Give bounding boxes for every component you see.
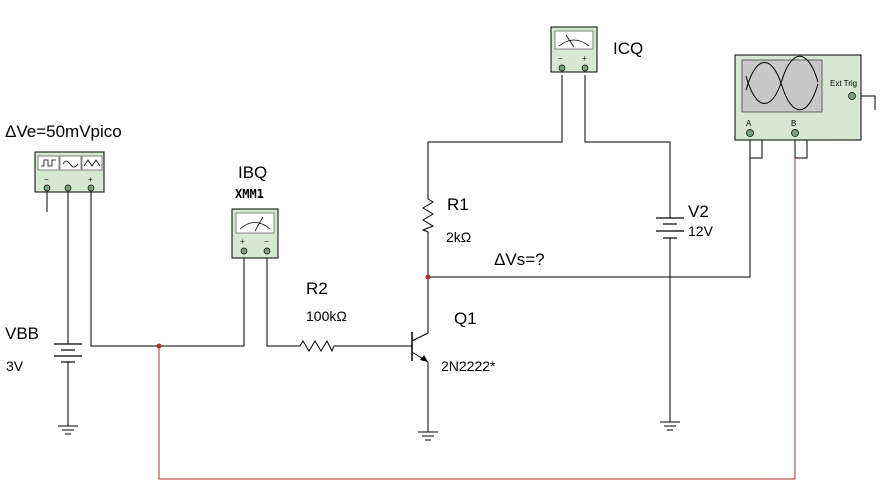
- wires: [46, 75, 876, 432]
- q1-model: 2N2222*: [441, 358, 496, 374]
- r1-name: R1: [447, 195, 469, 214]
- scope-a-leads: [749, 137, 763, 159]
- resistor-r1[interactable]: [421, 196, 435, 234]
- scope-b-leads: [794, 137, 808, 159]
- icq-label: ICQ: [613, 39, 643, 58]
- fg-minus-label: −: [44, 175, 49, 184]
- multimeter-icon[interactable]: − +: [550, 26, 598, 73]
- ground-icon: [660, 421, 680, 431]
- icq-plus-label: +: [582, 54, 587, 63]
- scope-b-label: B: [791, 119, 796, 128]
- fg-plus-wire[interactable]: [90, 188, 245, 347]
- ground-icon: [58, 425, 78, 435]
- vbb-name: VBB: [5, 324, 39, 343]
- probe-junction: [156, 343, 162, 349]
- ibq-minus-label: −: [264, 237, 269, 246]
- ext-trig-label: Ext Trig: [830, 79, 857, 88]
- output-junction: [425, 274, 431, 280]
- transistor-q1[interactable]: [411, 332, 429, 363]
- ground-icon: [418, 431, 438, 441]
- probe-wire-b[interactable]: [158, 158, 796, 480]
- scope-a-label: A: [746, 119, 752, 128]
- q1-name: Q1: [454, 309, 477, 328]
- fg-plus-label: +: [88, 175, 93, 184]
- v2-name: V2: [688, 202, 709, 221]
- icq-to-v2-wire[interactable]: [584, 75, 671, 218]
- icq-minus-label: −: [558, 54, 563, 63]
- ibq-to-r2-wire[interactable]: [266, 255, 296, 347]
- dvs-label: ΔVs=?: [494, 250, 545, 269]
- multimeter-icon[interactable]: + −: [231, 208, 279, 259]
- v2-value: 12V: [688, 223, 714, 239]
- r2-name: R2: [306, 279, 328, 298]
- function-generator-icon[interactable]: − +: [34, 151, 105, 193]
- battery-v2[interactable]: [656, 217, 684, 239]
- output-to-scope-wire[interactable]: [428, 137, 751, 278]
- oscilloscope-icon[interactable]: Ext Trig A B: [734, 54, 862, 141]
- vbb-value: 3V: [6, 358, 24, 374]
- source-note: ΔVe=50mVpico: [5, 122, 122, 141]
- ibq-plus-label: +: [240, 237, 245, 246]
- resistor-r2[interactable]: [296, 339, 336, 353]
- r1-value: 2kΩ: [446, 229, 471, 245]
- r2-value: 100kΩ: [306, 308, 347, 324]
- ibq-label: IBQ: [238, 163, 267, 182]
- r1-to-icq-wire[interactable]: [427, 75, 563, 196]
- xmm-label: XMM1: [235, 187, 264, 201]
- battery-vbb[interactable]: [54, 340, 82, 363]
